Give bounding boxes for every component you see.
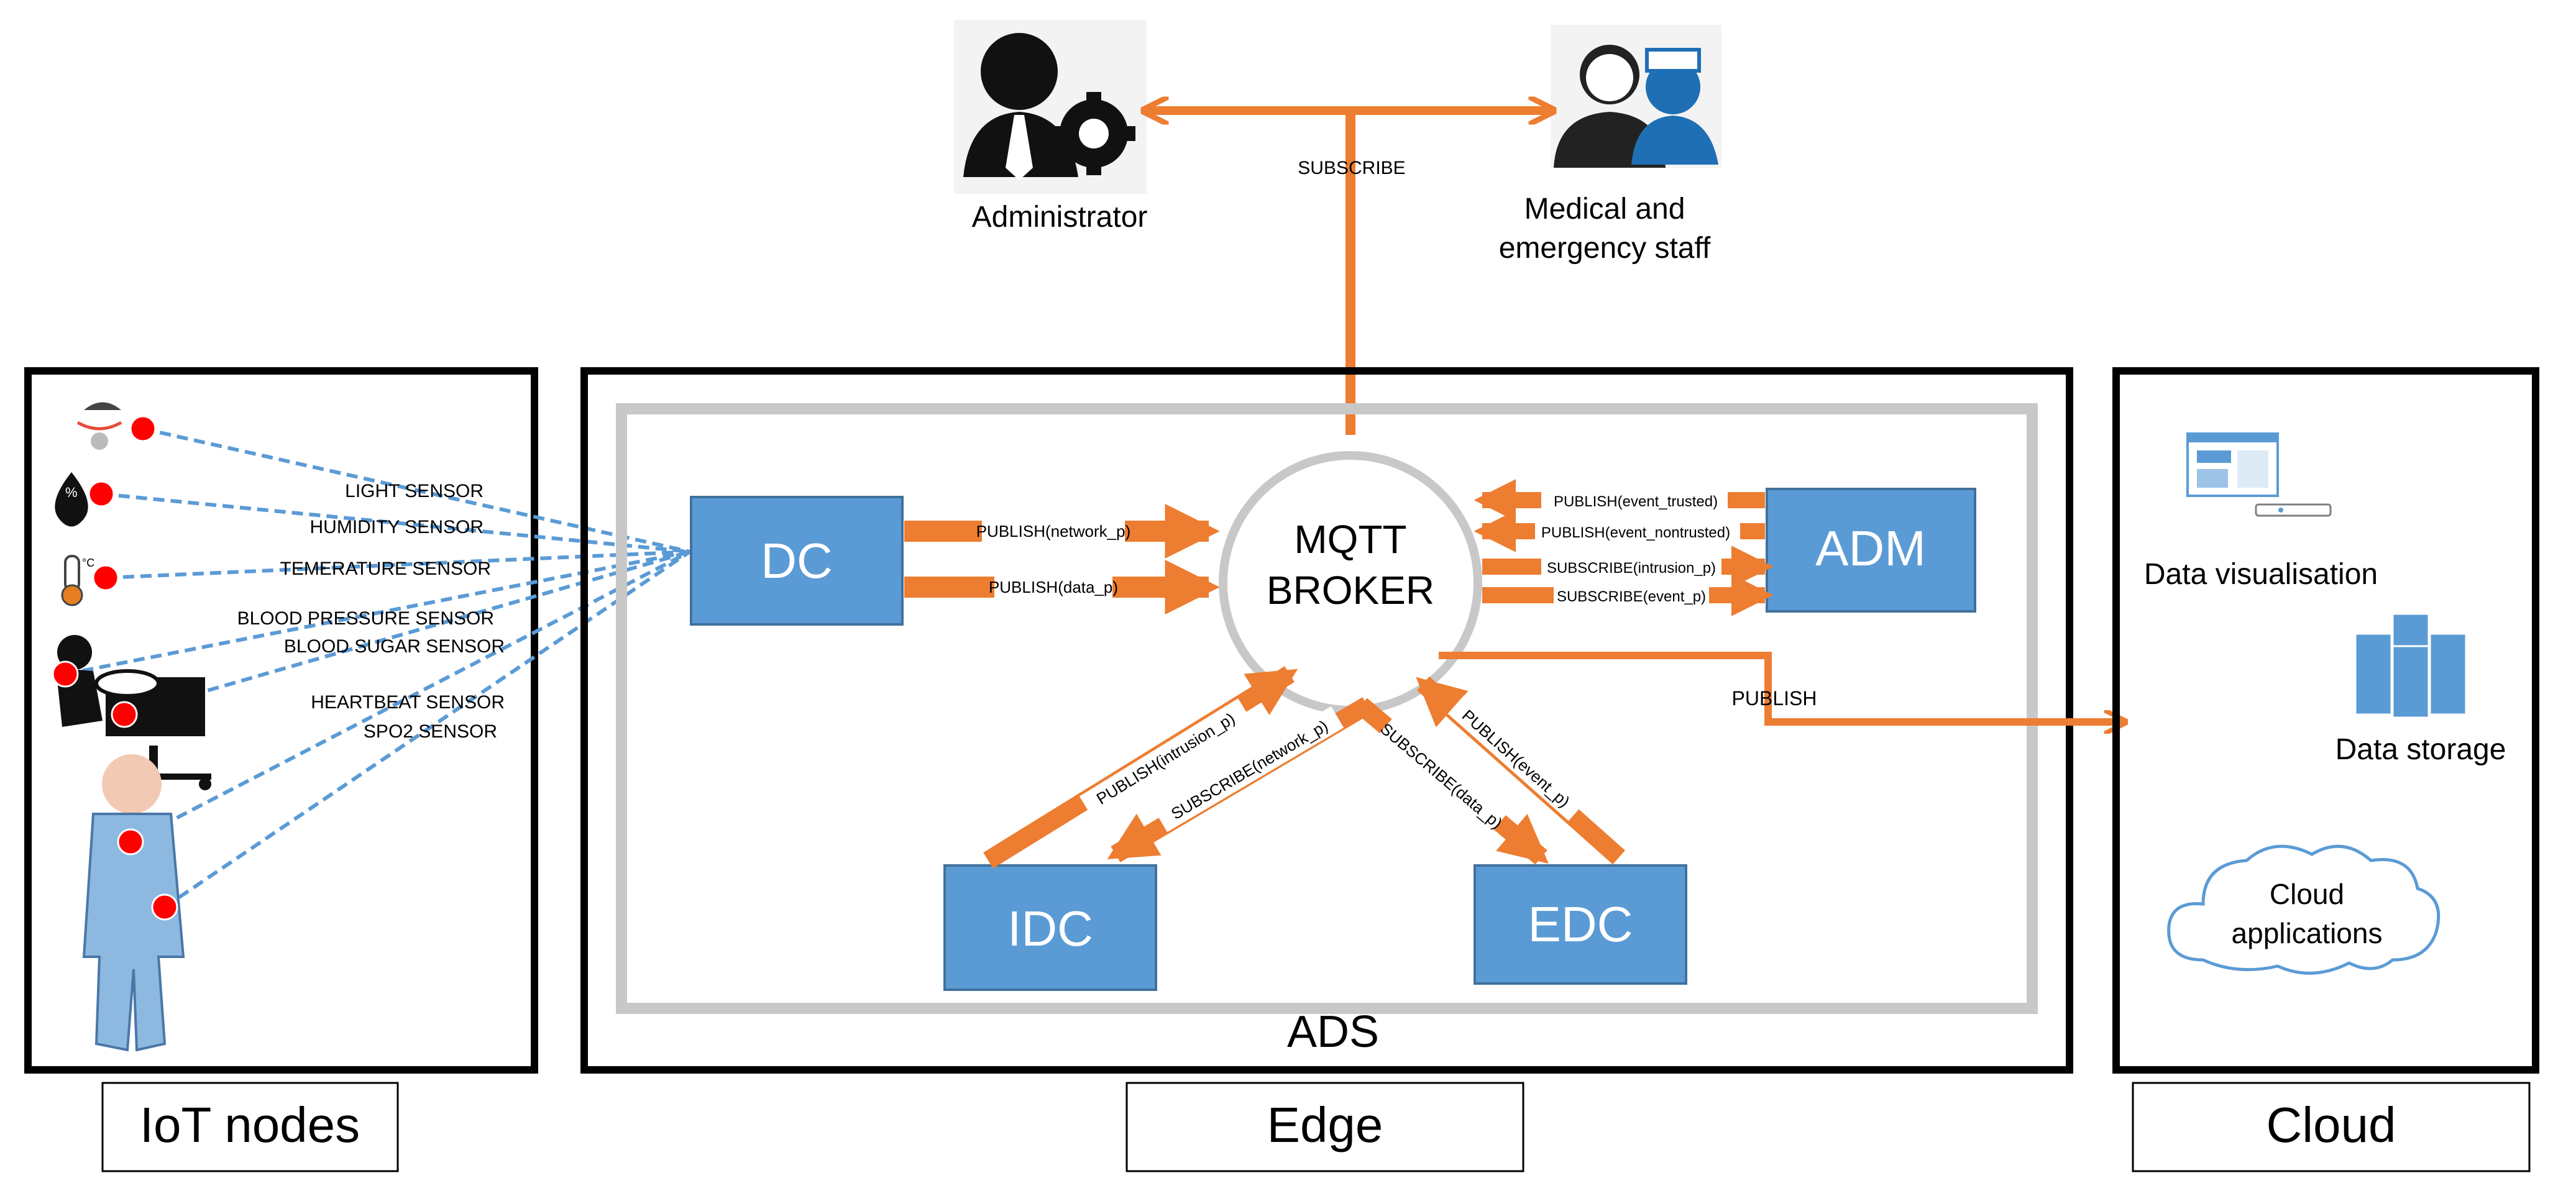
subscribe-top-label: SUBSCRIBE xyxy=(1298,158,1405,178)
medical-staff-icon xyxy=(1551,25,1721,168)
broker-label-2: BROKER xyxy=(1267,568,1434,613)
pub-event-trusted-label: PUBLISH(event_trusted) xyxy=(1554,493,1718,510)
adm-broker-arrows xyxy=(1474,479,1774,616)
sensor-links xyxy=(65,427,691,909)
dc-box xyxy=(690,496,904,626)
cloud-applications-label-1: Cloud xyxy=(2270,878,2344,910)
blood-pressure-sensor-label: BLOOD PRESSURE SENSOR xyxy=(237,608,494,629)
pub-network-label: PUBLISH(network_p) xyxy=(976,522,1131,541)
idc-box xyxy=(943,864,1157,991)
edc-box xyxy=(1474,864,1687,985)
publish-cloud-label: PUBLISH xyxy=(1732,687,1817,710)
svg-text:°C: °C xyxy=(82,557,94,569)
patient-figure-icon xyxy=(82,754,185,1052)
administrator-icon xyxy=(954,20,1147,194)
edge-caption-box xyxy=(1125,1082,1524,1172)
data-visualisation-icon xyxy=(2186,432,2332,517)
spo2-sensor-label: SPO2 SENSOR xyxy=(364,721,497,742)
temperature-sensor-label: TEMERATURE SENSOR xyxy=(280,559,491,579)
heartbeat-sensor-label: HEARTBEAT SENSOR xyxy=(311,692,505,713)
cloud-applications-icon xyxy=(2167,844,2441,975)
pub-data-label: PUBLISH(data_p) xyxy=(989,578,1118,596)
administrator-label: Administrator xyxy=(972,201,1148,234)
adm-label: ADM xyxy=(1815,521,1926,576)
adm-box xyxy=(1766,488,1976,613)
ads-label: ADS xyxy=(1287,1007,1379,1057)
blood-sugar-sensor-label: BLOOD SUGAR SENSOR xyxy=(284,636,505,657)
sensor-dots xyxy=(52,415,178,921)
light-sensor-label: LIGHT SENSOR xyxy=(345,481,484,501)
data-storage-label: Data storage xyxy=(2335,733,2506,766)
medical-staff-label-2: emergency staff xyxy=(1499,232,1711,265)
iot-caption-box xyxy=(101,1082,399,1172)
humidity-sensor-icon: % xyxy=(55,472,88,527)
data-storage-icon xyxy=(2354,613,2467,719)
iot-caption: IoT nodes xyxy=(140,1097,360,1153)
dc-label: DC xyxy=(761,533,833,588)
cloud-panel xyxy=(2112,367,2539,1074)
iot-panel xyxy=(24,367,538,1074)
humidity-sensor-label: HUMIDITY SENSOR xyxy=(310,517,484,537)
edge-caption: Edge xyxy=(1267,1097,1383,1153)
temperature-sensor-icon: °C xyxy=(61,555,94,606)
idc-label: IDC xyxy=(1007,901,1093,956)
svg-text:%: % xyxy=(65,485,78,500)
medical-staff-label-1: Medical and xyxy=(1524,193,1685,226)
publish-cloud-arrow xyxy=(1439,652,2125,722)
sub-event-label: SUBSCRIBE(event_p) xyxy=(1557,588,1706,605)
ads-frame xyxy=(616,403,2038,1014)
light-sensor-icon xyxy=(76,402,122,450)
cloud-caption-box xyxy=(2132,1082,2531,1172)
broker-label-1: MQTT xyxy=(1294,517,1406,562)
cloud-caption: Cloud xyxy=(2266,1097,2396,1153)
edc-label: EDC xyxy=(1528,897,1633,952)
data-visualisation-label: Data visualisation xyxy=(2144,558,2378,591)
cloud-applications-label-2: applications xyxy=(2232,917,2383,949)
pub-event-nontrusted-label: PUBLISH(event_nontrusted) xyxy=(1541,524,1730,541)
sub-intrusion-label: SUBSCRIBE(intrusion_p) xyxy=(1547,560,1716,577)
